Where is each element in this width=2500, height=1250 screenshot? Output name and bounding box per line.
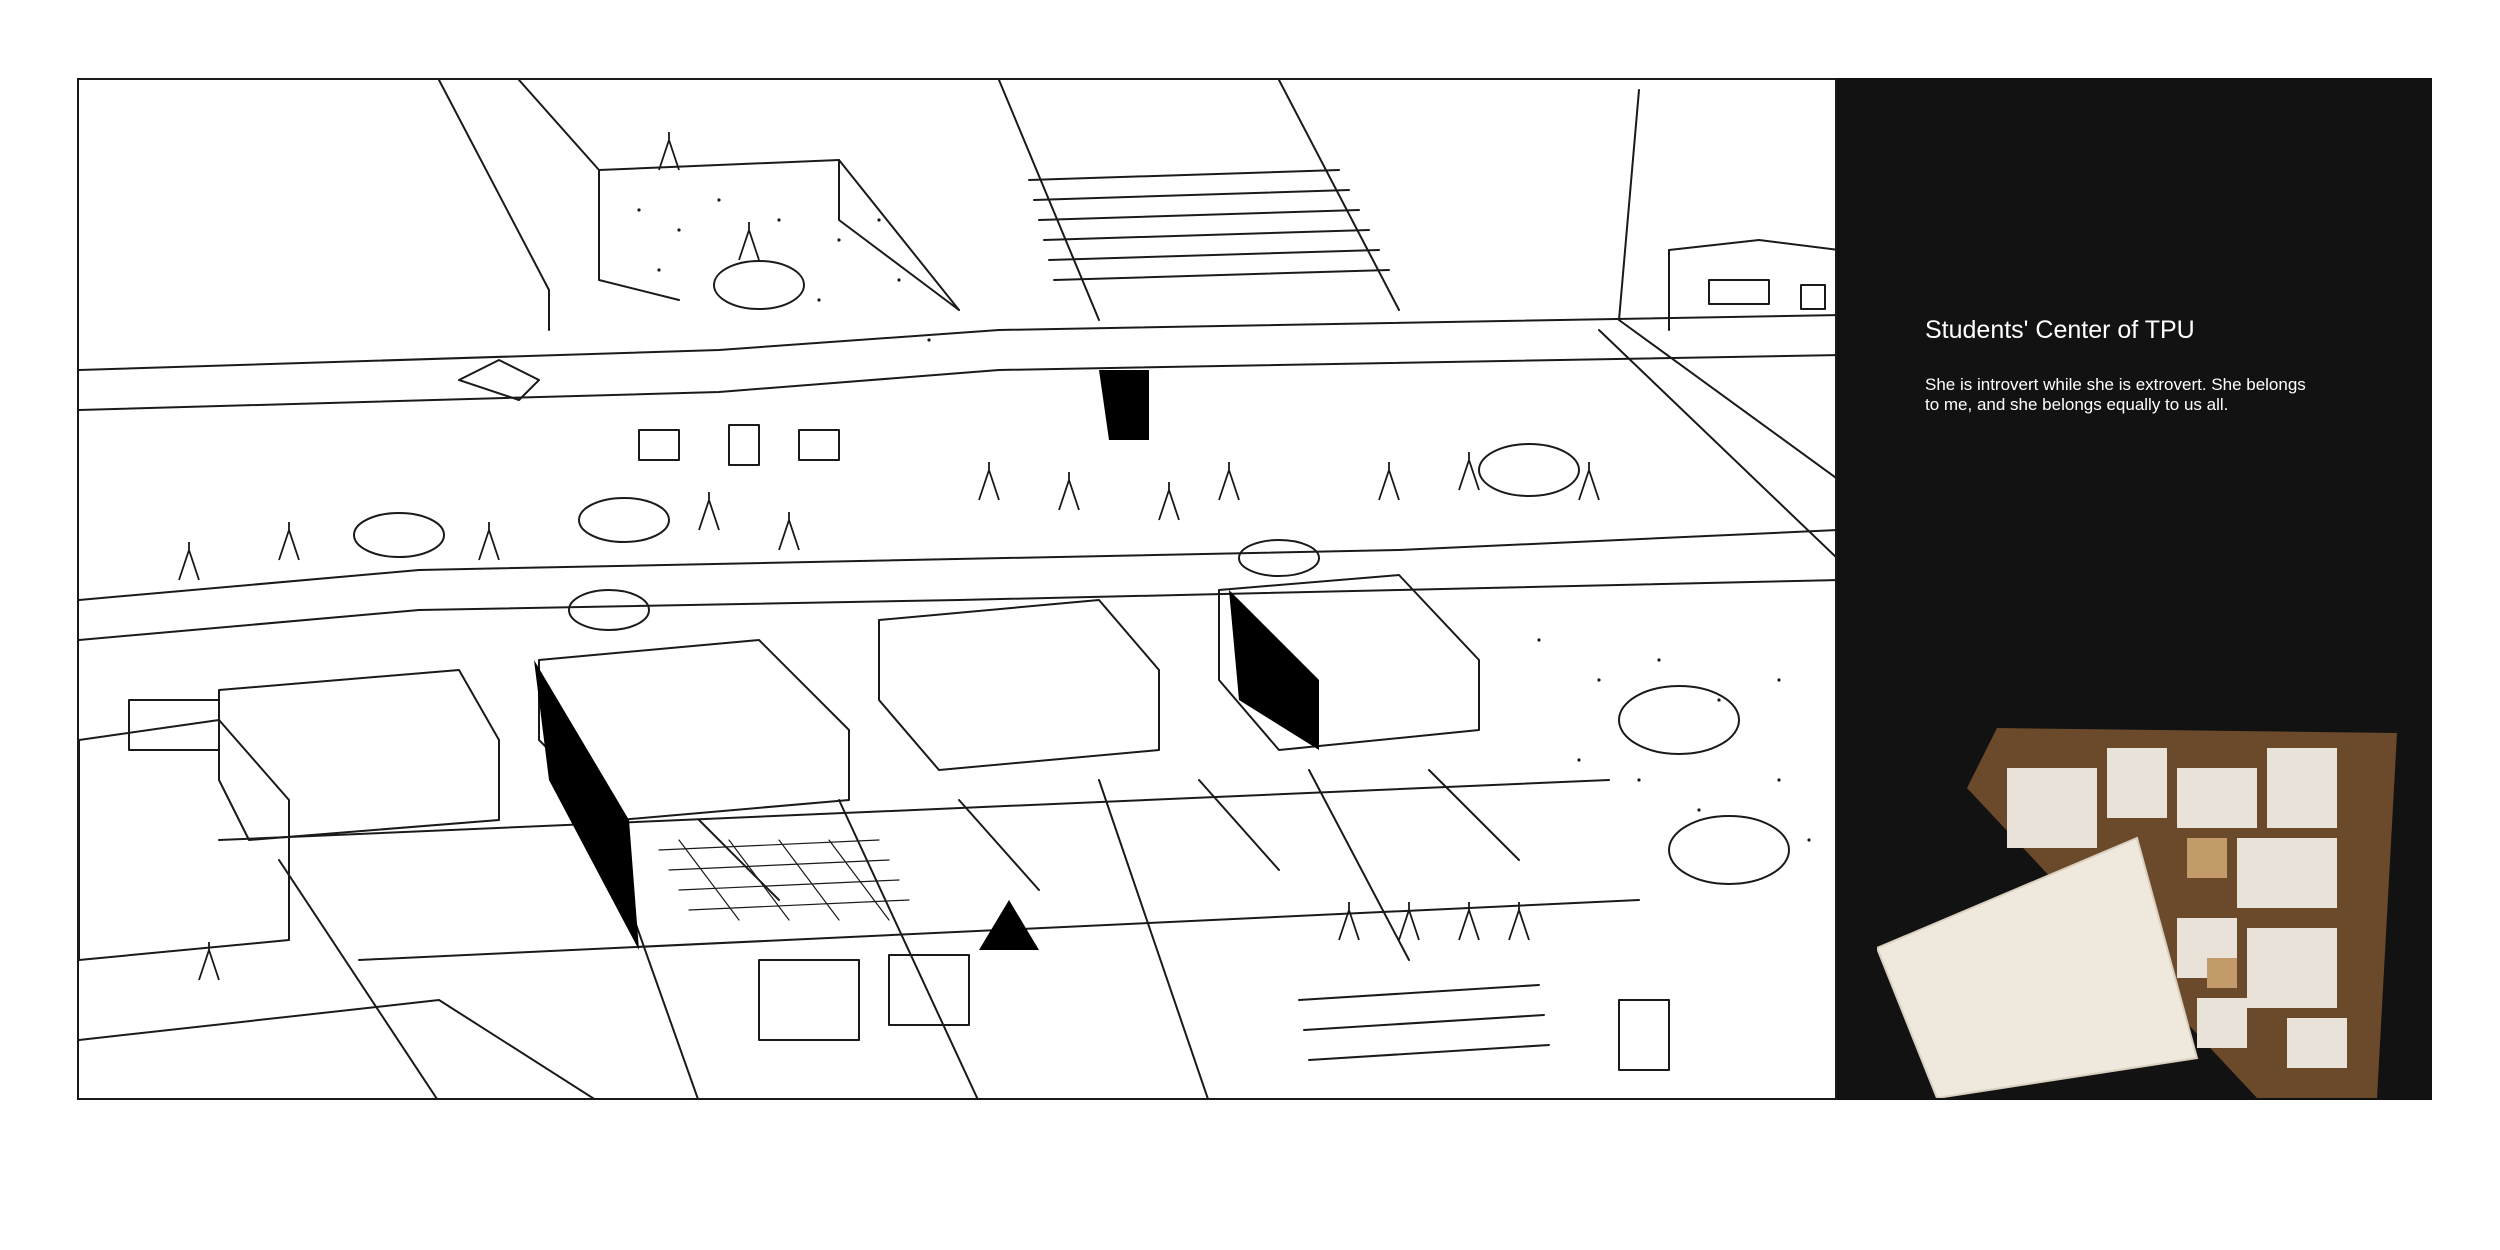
sketch-frame	[728, 424, 760, 466]
sketch-wall-line	[598, 169, 680, 301]
sketch-frame	[638, 429, 680, 461]
sketch-wall-line	[79, 354, 1835, 411]
description-line: to me, and she belongs equally to us all…	[1925, 395, 2229, 414]
project-title: Students' Center of TPU	[1925, 316, 2195, 344]
sketch-table	[1668, 815, 1790, 885]
sketch-room	[538, 639, 850, 821]
sketch-room	[79, 719, 290, 961]
sketch-table	[578, 497, 670, 543]
sketch-frame	[1708, 279, 1770, 305]
model-interior	[2187, 838, 2237, 988]
model-photo	[1877, 728, 2397, 1098]
sketch-hatch	[1028, 169, 1390, 281]
sketch-shelf	[758, 959, 860, 1041]
sketch-room	[218, 669, 500, 841]
sketch-shelf	[888, 954, 970, 1026]
info-panel: Students' Center of TPU She is introvert…	[1837, 78, 2432, 1100]
sketch-black-wall	[534, 660, 639, 950]
sketch-wall-line	[278, 769, 1410, 1098]
sketch-people	[178, 132, 1600, 981]
sketch-black-wall	[1099, 370, 1149, 440]
sketch-table	[1618, 685, 1740, 755]
sketch-dotted-floor	[637, 198, 1811, 842]
model-blocks	[2007, 748, 2347, 1068]
sketch-wall-line	[1278, 80, 1400, 311]
sketch-wall-line	[79, 314, 1835, 371]
sketch-wall-line	[1668, 239, 1835, 251]
sketch-room	[1218, 574, 1480, 751]
sketch-wall-line	[1618, 319, 1835, 479]
sketch-wall-line	[1618, 89, 1640, 321]
sketch-wall-line	[218, 779, 1610, 841]
sketch-wall-line	[1598, 329, 1835, 558]
sketch-black-wall	[1229, 590, 1319, 750]
sketch-shelf	[1618, 999, 1670, 1071]
sketch-black-wall	[979, 900, 1039, 950]
sketch-table	[568, 589, 650, 631]
sketch-hatch	[658, 839, 910, 921]
sketch-table	[353, 512, 445, 558]
sketch-frame	[1800, 284, 1826, 310]
sketch-wall-line	[518, 80, 960, 311]
description-line: She is introvert while she is extrovert.…	[1925, 375, 2306, 394]
sketch-table	[713, 260, 805, 310]
sketch-desk-row	[1298, 984, 1550, 1061]
sketch-wall-line	[838, 159, 960, 311]
sketch-wall-line	[438, 80, 550, 331]
sketch-room	[878, 599, 1160, 771]
sketch-wall-line	[79, 999, 595, 1098]
sketch-frame	[798, 429, 840, 461]
sketch-drawing	[79, 80, 1835, 1098]
model-roof	[1877, 836, 2199, 1098]
sketch-wall-line	[79, 579, 1835, 641]
sketch-wall-line	[698, 769, 1520, 901]
sketch-table	[1478, 443, 1580, 497]
sketch-table	[1238, 539, 1320, 577]
axonometric-sketch	[77, 78, 1837, 1100]
sketch-frame	[128, 699, 220, 751]
sketch-piano	[458, 359, 540, 401]
sketch-wall-line	[79, 529, 1835, 601]
project-description: She is introvert while she is extrovert.…	[1925, 375, 2395, 415]
